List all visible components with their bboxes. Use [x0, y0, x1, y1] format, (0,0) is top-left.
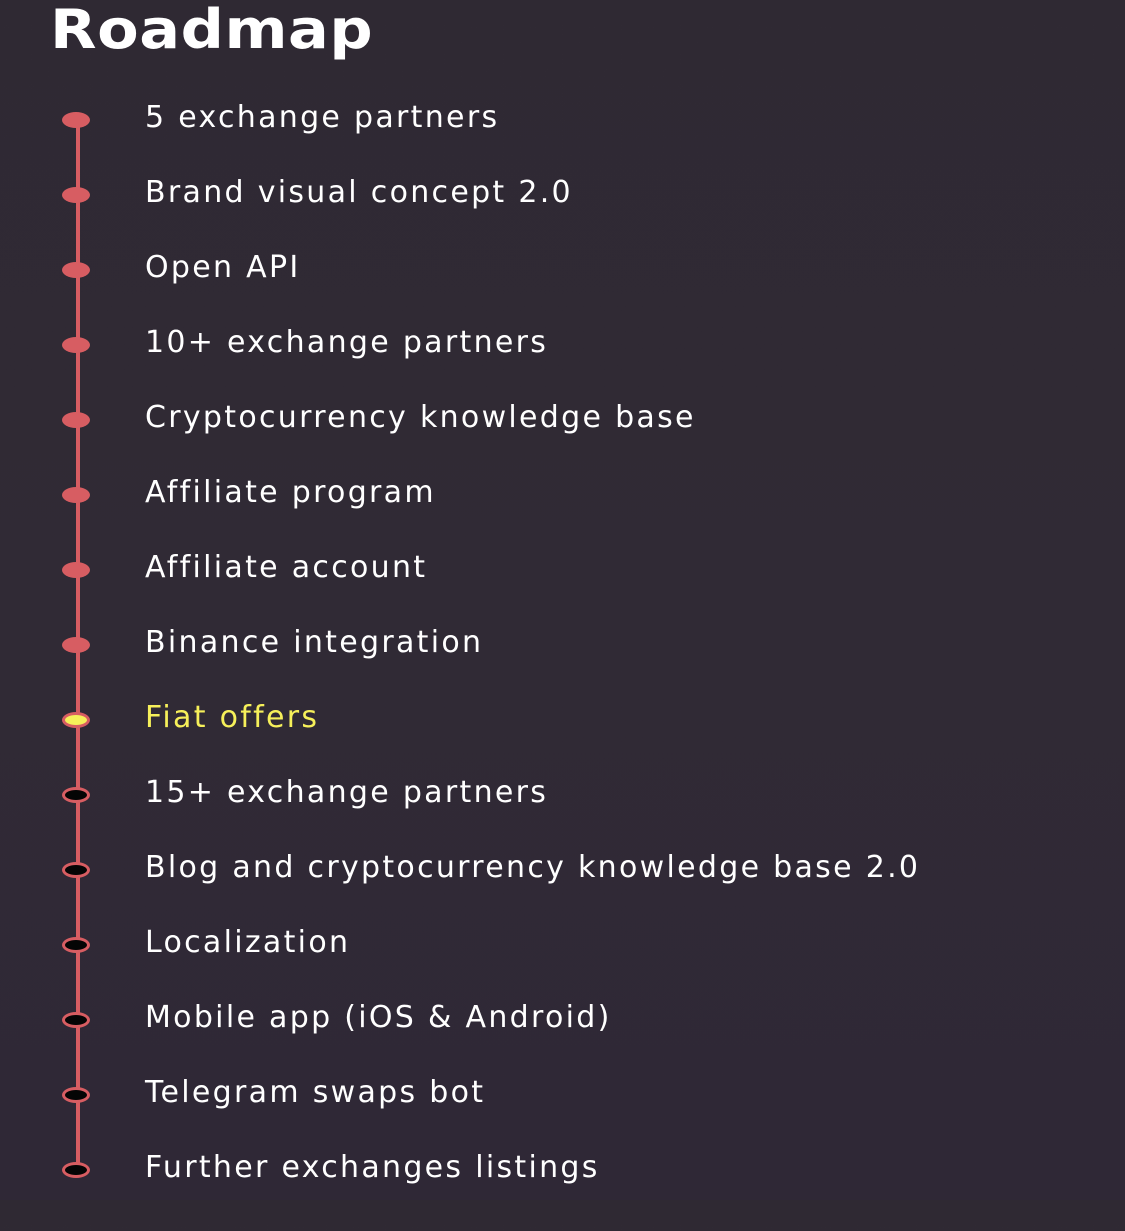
- milestone-planned-dot-icon: [62, 937, 90, 953]
- roadmap-item: Further exchanges listings: [0, 1152, 1125, 1231]
- roadmap-item-label: Brand visual concept 2.0: [145, 175, 573, 210]
- roadmap-item-label: Mobile app (iOS & Android): [145, 1000, 612, 1035]
- roadmap-item-label: 10+ exchange partners: [145, 325, 549, 360]
- roadmap-item: Binance integration: [0, 627, 1125, 706]
- roadmap-item: Affiliate account: [0, 552, 1125, 631]
- roadmap-item: Telegram swaps bot: [0, 1077, 1125, 1156]
- milestone-planned-dot-icon: [62, 787, 90, 803]
- roadmap-item-label: 15+ exchange partners: [145, 775, 549, 810]
- roadmap-item-label: Binance integration: [145, 625, 484, 660]
- roadmap-item-label: Fiat offers: [145, 700, 320, 735]
- milestone-done-dot-icon: [62, 637, 90, 653]
- milestone-planned-dot-icon: [62, 862, 90, 878]
- milestone-planned-dot-icon: [62, 1162, 90, 1178]
- roadmap-item: Cryptocurrency knowledge base: [0, 402, 1125, 481]
- milestone-current-dot-icon: [62, 712, 90, 728]
- roadmap-item-label: Further exchanges listings: [145, 1150, 600, 1185]
- roadmap-item-label: Affiliate account: [145, 550, 428, 585]
- milestone-done-dot-icon: [62, 562, 90, 578]
- milestone-planned-dot-icon: [62, 1087, 90, 1103]
- page-title: Roadmap: [50, 0, 374, 61]
- milestone-done-dot-icon: [62, 412, 90, 428]
- roadmap-item-label: Localization: [145, 925, 351, 960]
- roadmap-item-current: Fiat offers: [0, 702, 1125, 781]
- roadmap-item: Blog and cryptocurrency knowledge base 2…: [0, 852, 1125, 931]
- milestone-done-dot-icon: [62, 337, 90, 353]
- roadmap-item-label: 5 exchange partners: [145, 100, 500, 135]
- roadmap-item-label: Affiliate program: [145, 475, 436, 510]
- milestone-done-dot-icon: [62, 112, 90, 128]
- roadmap-item-label: Open API: [145, 250, 301, 285]
- roadmap-item-label: Telegram swaps bot: [145, 1075, 486, 1110]
- milestone-done-dot-icon: [62, 487, 90, 503]
- roadmap-item: Affiliate program: [0, 477, 1125, 556]
- milestone-done-dot-icon: [62, 187, 90, 203]
- roadmap-item: Brand visual concept 2.0: [0, 177, 1125, 256]
- roadmap-timeline: 5 exchange partners Brand visual concept…: [0, 102, 1125, 1178]
- roadmap-item-label: Blog and cryptocurrency knowledge base 2…: [145, 850, 921, 885]
- milestone-planned-dot-icon: [62, 1012, 90, 1028]
- roadmap-item: Localization: [0, 927, 1125, 1006]
- roadmap-item: 5 exchange partners: [0, 102, 1125, 181]
- roadmap-item-label: Cryptocurrency knowledge base: [145, 400, 696, 435]
- roadmap-item: Open API: [0, 252, 1125, 331]
- roadmap-item: 10+ exchange partners: [0, 327, 1125, 406]
- roadmap-item: 15+ exchange partners: [0, 777, 1125, 856]
- milestone-done-dot-icon: [62, 262, 90, 278]
- roadmap-item: Mobile app (iOS & Android): [0, 1002, 1125, 1081]
